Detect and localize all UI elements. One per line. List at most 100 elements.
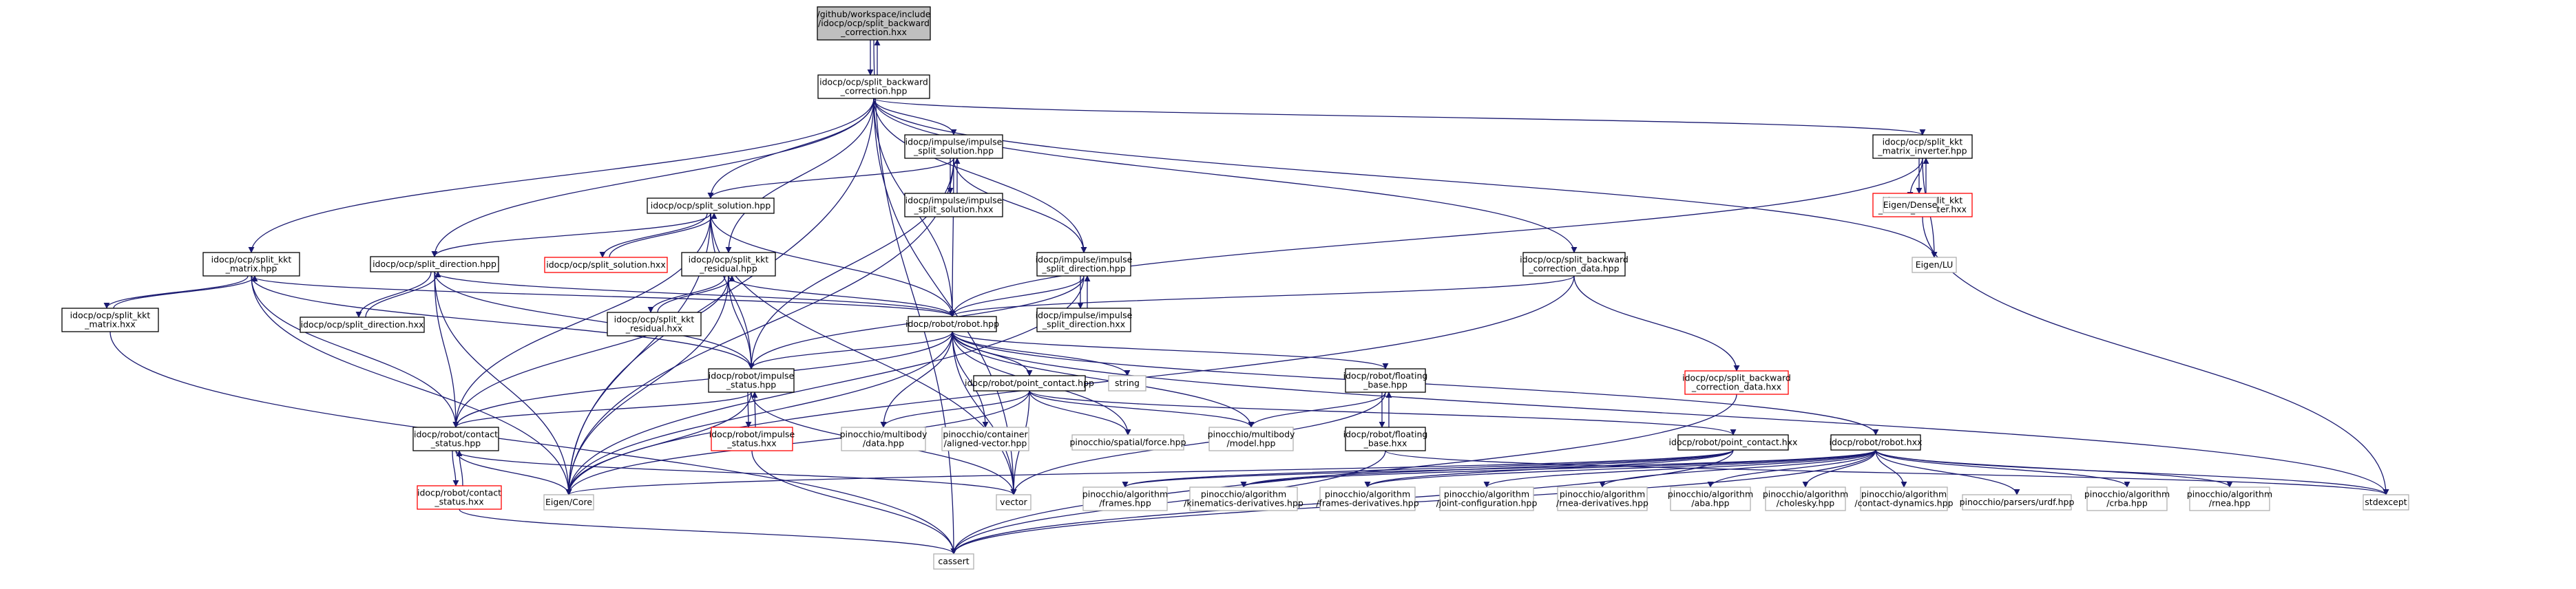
node-isolx[interactable]: idocp/impulse/impulse_split_solution.hxx [904,193,1003,217]
node-label: /data.hpp [863,438,904,449]
edge-sbc-to-vector [873,98,1017,495]
node-box [1036,308,1131,332]
edge-pch-to-pforce [1029,390,1131,436]
edge-fb-to-pmodel [1248,392,1386,428]
node-label: /frames.hpp [1099,498,1151,508]
node-ssol[interactable]: idocp/ocp/split_solution.hpp [647,197,775,214]
edge-kktm-to-cstat [251,275,459,428]
node-sbc[interactable]: idocp/ocp/split_backward_correction.hpp [817,74,930,99]
node-idirx[interactable]: idocp/impulse/impulse_split_direction.hx… [1036,308,1133,332]
node-label: idocp/robot/robot.hpp [905,319,999,329]
node-fbx[interactable]: idocp/robot/floating_base.hxx [1343,427,1428,451]
node-label: idocp/robot/contact [417,488,501,498]
edge-istat-to-cstat [452,392,752,428]
node-edense: Eigen/Dense [1883,197,1938,213]
node-box [681,252,776,277]
node-cassert: cassert [933,553,974,570]
node-label: _status.hpp [726,380,776,390]
edge-kktrx-to-kktr [657,275,735,313]
node-label: _status.hpp [430,438,481,449]
node-label: idocp/impulse/impulse [1036,310,1133,321]
edge-rx-to-purdf [1875,449,2020,495]
edge-fbx-to-cassert [950,450,1386,555]
edge-sdirx-to-sdir [365,271,441,318]
node-label: cassert [938,556,969,566]
node-label: idocp/ocp/split_kkt [689,255,769,265]
edge-rx-to-pfrder [1364,449,1876,488]
node-box [1557,486,1648,511]
edge-pch-to-pcx [1029,390,1737,436]
node-kktmx[interactable]: idocp/ocp/split_kkt_matrix.hxx [61,308,159,332]
node-label: pinocchio/multibody [1208,429,1295,440]
node-label: _split_direction.hxx [1042,319,1125,330]
node-box [61,308,159,332]
node-isol[interactable]: idocp/impulse/impulse_split_solution.hpp [904,134,1003,159]
node-istat[interactable]: idocp/robot/impulse_status.hpp [708,368,795,393]
node-label: idocp/robot/floating [1343,429,1428,440]
edge-pch-to-ecore [565,390,1030,495]
edge-istat-to-ecore [565,392,752,495]
node-label: _base.hpp [1363,380,1407,390]
edge-rx-to-pkinder [1240,449,1876,488]
node-root[interactable]: /github/workspace/include/idocp/ocp/spli… [817,6,931,41]
node-kktrx[interactable]: idocp/ocp/split_kkt_residual.hxx [607,312,702,336]
node-box [1439,486,1534,511]
node-box [1670,486,1751,511]
edge-ssol-to-istat [710,213,755,370]
node-label: /contact-dynamics.hpp [1854,498,1953,508]
edge-kktm-to-robot [251,275,956,317]
edge-robot-to-string [952,331,1131,376]
node-box [1684,370,1789,395]
node-box [708,368,795,393]
node-label: _residual.hpp [699,264,757,274]
node-label: /idocp/ocp/split_backward [818,18,930,28]
edge-robot-to-pmodel [952,331,1255,428]
node-label: /aba.hpp [1691,498,1729,508]
node-box [711,427,793,451]
node-box [202,252,300,277]
edge-cstatx-to-cstat [456,450,463,486]
edge-idir-to-robot [949,275,1085,317]
node-box [933,553,974,570]
node-istatx[interactable]: idocp/robot/impulse_status.hxx [709,427,795,451]
node-box [1208,427,1294,451]
node-pkinder: pinocchio/algorithm/kinematics-derivativ… [1184,486,1303,511]
node-sdirx[interactable]: idocp/ocp/split_direction.hxx [300,317,425,333]
node-cstat[interactable]: idocp/robot/contact_status.hpp [412,427,499,451]
node-rx[interactable]: idocp/robot/robot.hxx [1830,434,1923,451]
node-label: /cholesky.hpp [1777,498,1835,508]
node-fb[interactable]: idocp/robot/floating_base.hpp [1343,368,1428,393]
node-box [417,485,502,510]
node-cstatx[interactable]: idocp/robot/contact_status.hxx [417,485,502,510]
edge-rx-to-pjconf [1483,449,1876,488]
node-pjconf: pinocchio/algorithm/joint-configuration.… [1436,486,1537,511]
node-pch[interactable]: idocp/robot/point_contact.hpp [965,375,1094,392]
edge-sbc-to-idir [873,98,1087,253]
node-sbcdx[interactable]: idocp/ocp/split_backward_correction_data… [1682,370,1791,395]
edge-rx-to-stdexcept [1875,449,2389,495]
node-box [817,6,931,41]
node-box [2086,486,2168,511]
node-box [412,427,499,451]
edge-sbcd-to-robot [949,275,1575,317]
node-label: idocp/impulse/impulse [905,195,1003,206]
node-prneader: pinocchio/algorithm/rnea-derivatives.hpp [1556,486,1648,511]
node-label: pinocchio/algorithm [1668,489,1753,500]
node-box [817,74,930,99]
node-idir[interactable]: idocp/impulse/impulse_split_direction.hp… [1036,252,1133,277]
node-sdir[interactable]: idocp/ocp/split_direction.hpp [370,256,499,272]
edge-sdir-to-sdirx [355,271,432,318]
node-kktr[interactable]: idocp/ocp/split_kkt_residual.hpp [681,252,776,277]
edge-kktr-to-robot [728,275,956,317]
node-sbcd[interactable]: idocp/ocp/split_backward_correction_data… [1520,252,1629,277]
node-robot[interactable]: idocp/robot/robot.hpp [905,316,999,332]
node-ssolx[interactable]: idocp/ocp/split_solution.hxx [544,257,668,273]
edge-rx-to-pchol [1802,449,1876,488]
node-kktm[interactable]: idocp/ocp/split_kkt_matrix.hpp [202,252,300,277]
node-box [1677,434,1789,451]
edge-kinvx-to-stdexcept [1922,216,2389,495]
node-kinv[interactable]: idocp/ocp/split_kkt_matrix_inverter.hpp [1872,134,1973,159]
node-box [543,494,594,511]
edge-pcx-to-pframes [1122,449,1734,488]
node-pcx[interactable]: idocp/robot/point_contact.hxx [1669,434,1798,451]
